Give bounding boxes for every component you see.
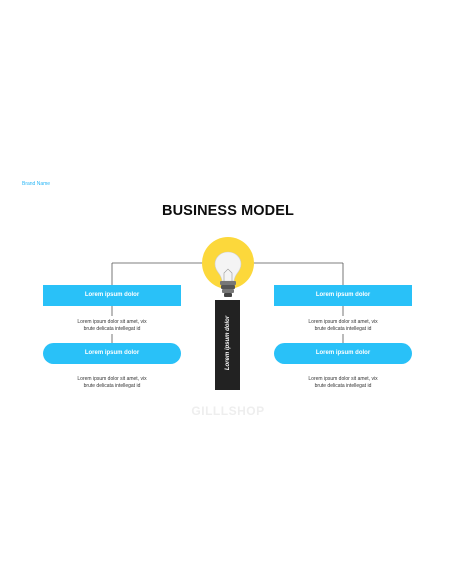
brand-name: Brand Name — [22, 181, 51, 187]
bulb-base-4 — [224, 293, 232, 297]
left-top-description: Lorem ipsum dolor sit amet, vix brute de… — [43, 319, 181, 333]
right-bottom-desc-line2: brute delicata intellegat id — [314, 383, 372, 389]
watermark: GILLLSHOP — [191, 404, 265, 418]
right-bottom-desc-line1: Lorem ipsum dolor sit amet, vix — [308, 376, 378, 382]
left-top-desc-line2: brute delicata intellegat id — [83, 326, 141, 332]
left-top-box: Lorem ipsum dolor — [43, 285, 181, 306]
right-bottom-box: Lorem ipsum dolor — [274, 343, 412, 364]
left-bottom-desc-line1: Lorem ipsum dolor sit amet, vix — [77, 376, 147, 382]
left-bottom-box: Lorem ipsum dolor — [43, 343, 181, 364]
right-top-desc-line1: Lorem ipsum dolor sit amet, vix — [308, 319, 378, 325]
center-label: Lorem ipsum dolor — [225, 315, 231, 371]
right-top-description: Lorem ipsum dolor sit amet, vix brute de… — [274, 319, 412, 333]
bulb-base-3 — [222, 289, 234, 293]
left-bottom-description: Lorem ipsum dolor sit amet, vix brute de… — [43, 376, 181, 390]
right-top-box: Lorem ipsum dolor — [274, 285, 412, 306]
page-title: BUSINESS MODEL — [162, 203, 294, 219]
center-stem — [215, 300, 240, 390]
right-bottom-description: Lorem ipsum dolor sit amet, vix brute de… — [274, 376, 412, 390]
bulb-base-2 — [221, 285, 235, 289]
left-top-desc-line1: Lorem ipsum dolor sit amet, vix — [77, 319, 147, 325]
bulb-base-1 — [220, 281, 236, 285]
left-bottom-desc-line2: brute delicata intellegat id — [83, 383, 141, 389]
bulb-filament — [223, 268, 233, 281]
right-top-desc-line2: brute delicata intellegat id — [314, 326, 372, 332]
